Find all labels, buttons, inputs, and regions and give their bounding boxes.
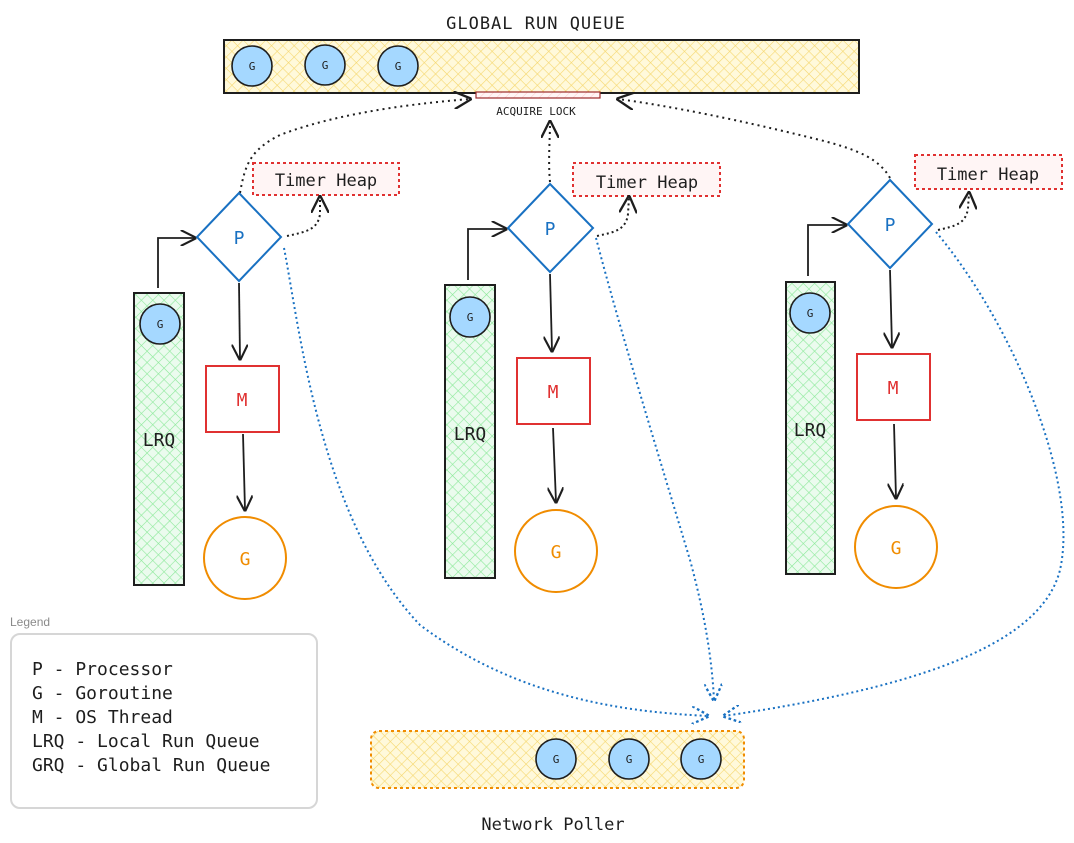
running-goroutine: [203, 516, 287, 600]
global-queue-goroutine: G: [304, 44, 346, 86]
m-to-g-arrow: [553, 427, 556, 502]
legend-item: M - OS Thread: [32, 707, 173, 728]
p-to-m-arrow: [550, 273, 552, 351]
lrq-goroutine-label: G: [157, 318, 164, 331]
poller-goroutine-label: G: [553, 753, 560, 766]
lrq-goroutine: [139, 303, 181, 345]
timer-heap-label: Timer Heap: [937, 165, 1039, 185]
timer-heap-box: [914, 154, 1063, 190]
global-queue-goroutine-label: G: [249, 60, 256, 73]
lrq-to-p-arrow: [467, 229, 506, 280]
lock-arrow-3: [618, 99, 891, 179]
global-queue-goroutine: G: [377, 45, 419, 87]
timer-heap-arrow: [596, 197, 629, 237]
lrq-goroutine: [789, 292, 831, 334]
poller-goroutine: G: [680, 738, 722, 780]
running-goroutine-label: G: [240, 549, 251, 570]
thread-box: [856, 353, 931, 421]
thread-label: M: [237, 390, 248, 411]
poller-goroutine-label: G: [698, 753, 705, 766]
timer-heap-label: Timer Heap: [596, 173, 698, 193]
processor-diamond: [846, 178, 934, 270]
global-queue-goroutine: G: [231, 45, 273, 87]
lock-bar: [475, 91, 601, 99]
timer-heap-box: [252, 162, 400, 196]
processor-label: P: [885, 215, 896, 236]
legend-item: LRQ - Local Run Queue: [32, 731, 260, 752]
legend-item: GRQ - Global Run Queue: [32, 755, 271, 776]
poller-goroutine: G: [535, 738, 577, 780]
lrq-label: LRQ: [454, 424, 487, 445]
poller-arrow-2: [595, 237, 714, 700]
processor-diamond: [506, 182, 595, 274]
poller-arrow-3: [724, 231, 1065, 716]
timer-heap-arrow: [286, 197, 320, 237]
running-goroutine-label: G: [891, 538, 902, 559]
p-to-m-arrow: [890, 269, 892, 347]
network-poller-title: Network Poller: [481, 815, 624, 835]
timer-heap-arrow: [937, 193, 969, 231]
thread-box: [205, 365, 280, 433]
poller-goroutine-label: G: [626, 753, 633, 766]
m-to-g-arrow: [894, 423, 896, 498]
timer-heap-label: Timer Heap: [275, 171, 377, 191]
legend-item: P - Processor: [32, 659, 173, 680]
thread-label: M: [888, 378, 899, 399]
poller-goroutine: G: [608, 738, 650, 780]
processor-group: Timer Heap G LRQ P M G: [133, 162, 400, 600]
poller-arrow-1: [283, 247, 708, 716]
running-goroutine-label: G: [551, 542, 562, 563]
timer-heap-box: [572, 162, 721, 197]
processor-group: Timer Heap G LRQ P M G: [785, 154, 1063, 589]
processor-label: P: [234, 228, 245, 249]
legend-title: Legend: [10, 615, 51, 629]
global-queue-title: GLOBAL RUN QUEUE: [446, 14, 626, 34]
processor-diamond: [195, 191, 283, 283]
lrq-to-p-arrow: [807, 225, 846, 276]
thread-label: M: [548, 382, 559, 403]
global-queue-goroutine-label: G: [322, 59, 329, 72]
legend-item: G - Goroutine: [32, 683, 173, 704]
legend-list: P - Processor G - Goroutine M - OS Threa…: [32, 658, 270, 778]
lock-arrow-2: [549, 122, 550, 183]
global-queue-goroutine-label: G: [395, 60, 402, 73]
lrq-goroutine-label: G: [807, 307, 814, 320]
running-goroutine: [514, 509, 598, 593]
lrq-label: LRQ: [143, 430, 176, 451]
legend-box: [10, 633, 318, 809]
lrq-goroutine: [449, 296, 491, 338]
lrq-label: LRQ: [794, 420, 827, 441]
m-to-g-arrow: [243, 433, 245, 510]
lock-label: ACQUIRE LOCK: [496, 105, 576, 118]
processor-label: P: [545, 219, 556, 240]
p-to-m-arrow: [239, 282, 240, 359]
thread-box: [516, 357, 591, 425]
lrq-goroutine-label: G: [467, 311, 474, 324]
lrq-to-p-arrow: [157, 238, 195, 288]
running-goroutine: [854, 505, 938, 589]
processor-group: Timer Heap G LRQ P M G: [444, 162, 721, 593]
